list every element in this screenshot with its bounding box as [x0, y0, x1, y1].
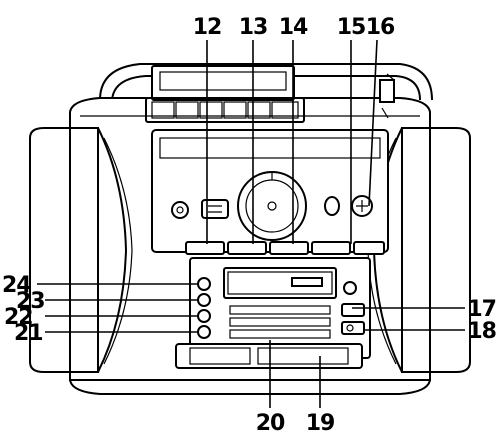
- callout-13: 13: [239, 15, 268, 40]
- cd-right-controls: [324, 195, 373, 217]
- callout-16: 16: [366, 15, 395, 40]
- device-base: [69, 379, 431, 395]
- cd-compartment: [151, 129, 389, 253]
- leader-lines: [37, 39, 465, 408]
- callout-22: 22: [4, 305, 33, 330]
- callout-18: 18: [467, 319, 496, 344]
- cd-button-row: [185, 241, 385, 255]
- callout-12: 12: [193, 15, 222, 40]
- cd-left-controls: [171, 199, 229, 219]
- callout-labels: 12 13 14 15 16 24 23 22 21 17 18 20 19: [2, 15, 497, 436]
- callout-15: 15: [337, 15, 366, 40]
- callout-21: 21: [14, 321, 43, 346]
- callout-23: 23: [16, 289, 45, 314]
- tape-keys: [151, 101, 299, 119]
- lower-panel: [189, 257, 371, 359]
- callout-17: 17: [467, 297, 496, 322]
- callout-19: 19: [306, 411, 335, 436]
- callout-14: 14: [279, 15, 308, 40]
- callout-24: 24: [2, 273, 31, 298]
- top-right-slider: [379, 73, 395, 119]
- bottom-cassette-door: [175, 343, 363, 369]
- callout-20: 20: [256, 411, 285, 436]
- tape-compartment: [145, 65, 305, 123]
